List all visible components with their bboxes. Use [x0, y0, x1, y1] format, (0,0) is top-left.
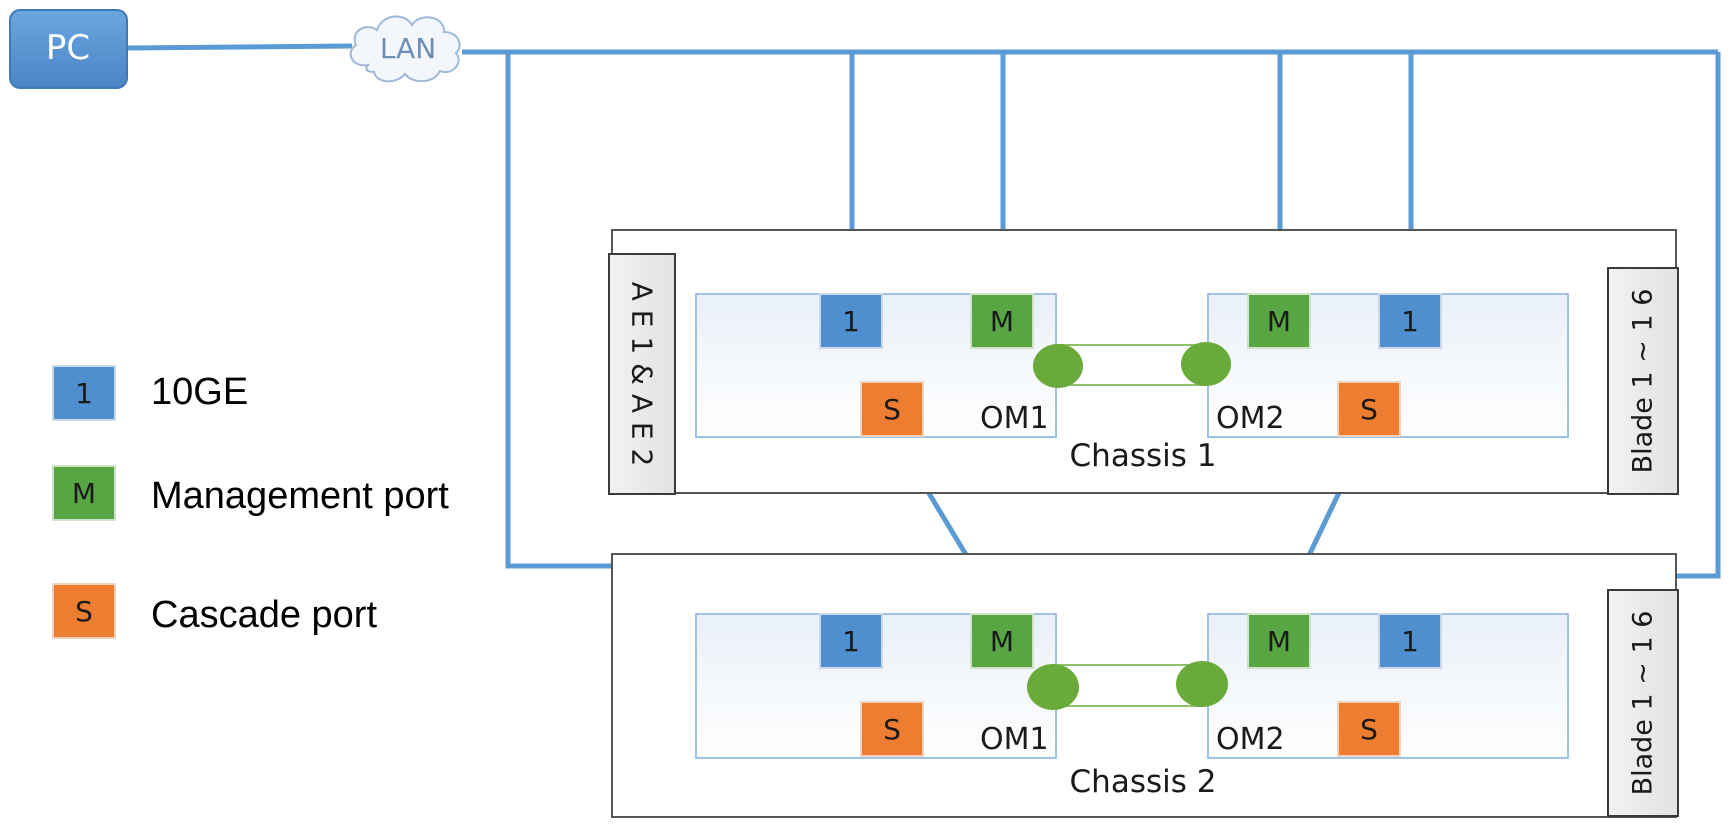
om2-label: OM2 [1216, 401, 1285, 436]
stack-node-om1 [1033, 344, 1083, 388]
ae-slot-label: A E 1 & A E 2 [626, 282, 659, 467]
chassis-label: Chassis 1 [1070, 438, 1217, 474]
blade-slot [1607, 589, 1679, 817]
blade-slot-label: Blade 1 ~ 1 6 [1628, 289, 1659, 474]
cascade-port-icon [52, 583, 116, 639]
port-label: S [1360, 713, 1378, 746]
port-label: S [883, 393, 901, 426]
management-port-icon [52, 465, 116, 521]
port-label: M [1267, 625, 1291, 658]
port-label: M [990, 625, 1014, 658]
stack-node-om2 [1181, 342, 1231, 386]
stack-node-om2 [1176, 661, 1228, 707]
om1-cascade-port: S [860, 701, 924, 757]
port-label: S [1360, 393, 1378, 426]
chassis-2: Blade 1 ~ 1 6 1 M S OM1 M 1 [611, 553, 1679, 818]
chassis-1: A E 1 & A E 2 Blade 1 ~ 1 6 1 M S OM1 [608, 229, 1679, 495]
cloud-icon [349, 15, 461, 83]
port-label: M [990, 305, 1014, 338]
chassis-label: Chassis 2 [1070, 764, 1217, 800]
legend-symbol: S [75, 595, 93, 628]
pc-box [9, 9, 128, 89]
legend-item-cascade: S Cascade port [52, 583, 377, 639]
lan-label: LAN [380, 32, 436, 65]
10ge-port-icon [52, 365, 116, 421]
port-label: M [1267, 305, 1291, 338]
om1-management-port: M [970, 293, 1034, 349]
legend-label: 10GE [151, 371, 248, 413]
om2-label: OM2 [1216, 722, 1285, 757]
om1-label: OM1 [980, 401, 1049, 436]
legend-label: Management port [151, 475, 449, 517]
ae-slot [608, 253, 676, 495]
legend-item-management: M Management port [52, 465, 449, 521]
om1-management-port: M [970, 613, 1034, 669]
om2-management-port: M [1247, 613, 1311, 669]
pc-node: PC [9, 9, 128, 89]
legend: 1 10GE M Management port S Cascade port [52, 365, 449, 639]
blade-slot-label: Blade 1 ~ 1 6 [1628, 611, 1659, 796]
port-label: 1 [1401, 305, 1419, 338]
legend-symbol: M [72, 477, 96, 510]
port-label: 1 [842, 625, 860, 658]
om2-10ge-port: 1 [1378, 293, 1442, 349]
link-pc-lan [121, 43, 353, 51]
om1-cascade-port: S [860, 381, 924, 437]
port-label: 1 [842, 305, 860, 338]
om2-cascade-port: S [1337, 381, 1401, 437]
om1-label: OM1 [980, 722, 1049, 757]
om1-10ge-port: 1 [819, 293, 883, 349]
legend-item-10ge: 1 10GE [52, 365, 248, 421]
om2-10ge-port: 1 [1378, 613, 1442, 669]
stack-node-om1 [1027, 664, 1079, 710]
blade-slot [1607, 267, 1679, 495]
port-label: S [883, 713, 901, 746]
legend-label: Cascade port [151, 594, 377, 636]
lan-cloud: LAN [349, 15, 461, 83]
om1-10ge-port: 1 [819, 613, 883, 669]
port-label: 1 [1401, 625, 1419, 658]
om2-cascade-port: S [1337, 701, 1401, 757]
om2-management-port: M [1247, 293, 1311, 349]
pc-label: PC [46, 28, 90, 68]
legend-symbol: 1 [75, 377, 93, 410]
